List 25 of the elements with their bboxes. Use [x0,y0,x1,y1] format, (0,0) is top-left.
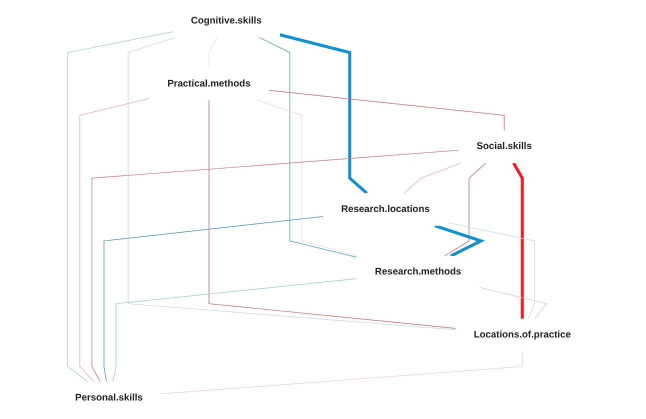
connector [479,286,548,320]
connector [279,33,368,194]
node-text: Research.methods [374,266,462,278]
connector [208,37,218,68]
node-text: Locations.of.practice [474,330,571,340]
connector [447,222,535,320]
connector [104,216,324,382]
connector [256,100,358,256]
connector [160,351,523,394]
connector [79,98,150,382]
node-text: Research.locations [341,204,430,214]
connector [444,162,486,256]
node-text: Practical.methods [167,78,251,89]
connector [208,100,456,329]
connector [512,162,524,319]
node-text: Cognitive.skills [190,16,262,26]
node-text: Personal.skills [75,392,143,403]
connector [128,37,456,330]
node-text: Social.skills [476,141,532,152]
connector [92,150,459,382]
connector [258,37,358,258]
connector [268,90,505,131]
connector [67,31,174,382]
connector [112,278,358,382]
connector [404,162,462,194]
